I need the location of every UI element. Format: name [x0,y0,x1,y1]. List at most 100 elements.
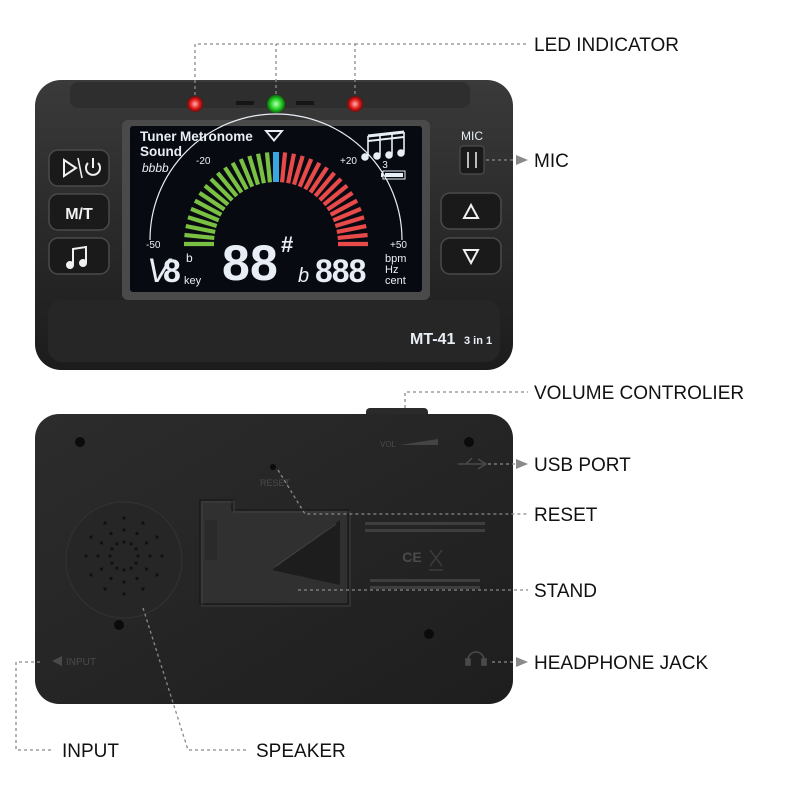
lcd-key-flat: b [186,251,193,265]
speaker-hole [129,566,133,570]
meter-ticks [184,152,368,247]
scale-plus-50: +50 [390,240,407,251]
model-suffix: 3 in 1 [464,335,492,347]
scale-plus-20: +20 [340,156,357,167]
front-top-strip [70,82,470,108]
meter-tick [247,155,261,186]
meter-tick [286,153,297,184]
lcd-notes-icon [361,130,405,161]
lcd-sound-label: Sound [140,144,182,159]
lcd-main-note-1: 8 [222,235,250,291]
speaker-hole [108,554,112,558]
mic-grille [459,145,485,175]
back-device: VOL RESET CE [35,408,513,704]
meter-tick [322,184,349,207]
speaker-hole [122,568,126,572]
meter-tick [184,232,215,241]
meter-tick [291,155,305,186]
speaker-hole [145,567,149,571]
headphone-icon [465,651,487,666]
front-device: M/T MIC Tuner Metronome [35,80,513,370]
lcd-display: Tuner Metronome Sound bbbb 3 [122,113,430,300]
front-bottom-panel [48,300,500,362]
speaker-hole [99,567,103,571]
scale-minus-50: -50 [146,240,161,251]
speaker-hole [115,542,119,546]
lcd-readouts: V 8 b key 8 8 # b 888 bpm Hz cent [147,232,406,291]
meter-tick [279,152,288,183]
usb-icon [458,457,488,470]
lcd-unit-bpm: bpm [385,253,406,265]
power-play-button[interactable] [48,149,110,187]
led-right [347,96,363,112]
lcd-sharp: # [281,232,293,257]
callout-mic: MIC [534,151,569,172]
callout-reset: RESET [534,505,598,526]
meter-tick [329,198,359,217]
stand[interactable] [199,499,351,607]
lcd-metronome-label: Metronome [180,129,253,144]
speaker-hole [89,573,93,577]
up-button[interactable] [440,192,502,230]
reset-hole[interactable] [270,464,276,470]
speaker-hole [134,547,138,551]
model-name: MT-41 [410,331,455,348]
music-note-icon [66,245,87,269]
speaker-hole [122,540,126,544]
vol-wedge-icon [400,439,438,445]
speaker-hole [110,547,114,551]
power-icon [85,158,101,176]
speaker-hole [122,528,126,532]
meter-tick [308,166,329,194]
screw-top-left [75,437,85,447]
lcd-key-letter: V [147,252,173,290]
mic-label: MIC [461,129,483,143]
reset-label: RESET [260,478,291,488]
input-arrow-icon [52,656,62,666]
play-icon [63,158,78,178]
speaker-hole [103,521,107,525]
speaker-hole [135,577,139,581]
speaker-holes [84,516,164,596]
speaker-hole [109,577,113,581]
callout-usb-port: USB PORT [534,455,631,476]
speaker-grille [65,501,183,619]
mode-button[interactable]: M/T [48,193,110,231]
speaker-hole [84,554,88,558]
meter-tick [336,223,367,234]
callout-speaker: SPEAKER [256,741,346,762]
lcd-unit-cent: cent [385,275,406,287]
lcd-key-note: 8 [163,253,181,289]
speaker-hole [148,554,152,558]
meter-tick [334,215,365,229]
speaker-hole [134,561,138,565]
lcd-tuner-label: Tuner [140,129,177,144]
meter-tick [337,232,368,241]
speaker-hole [141,521,145,525]
speaker-hole [122,592,126,596]
led-divider-left [236,101,254,105]
speaker-hole [155,535,159,539]
screw-bottom-left [114,620,124,630]
battery-icon [381,170,406,180]
sound-button[interactable] [48,237,110,275]
speaker-hole [109,531,113,535]
screw-top-right [464,437,474,447]
led-left [187,96,203,112]
speaker-hole [110,561,114,565]
callout-volume-controller: VOLUME CONTROLIER [534,383,744,404]
callout-input: INPUT [62,741,119,762]
down-button[interactable] [440,237,502,275]
meter-tick [255,153,266,184]
lcd-flats: bbbb [142,161,169,175]
speaker-hole [160,554,164,558]
speaker-hole [89,535,93,539]
triangle-down-icon [462,249,480,266]
meter-tick [303,161,322,191]
meter-tick [264,152,273,183]
meter-tick [203,184,230,207]
meter-tick [187,215,218,229]
svg-text:CE: CE [402,549,421,565]
meter-tick [216,171,239,198]
